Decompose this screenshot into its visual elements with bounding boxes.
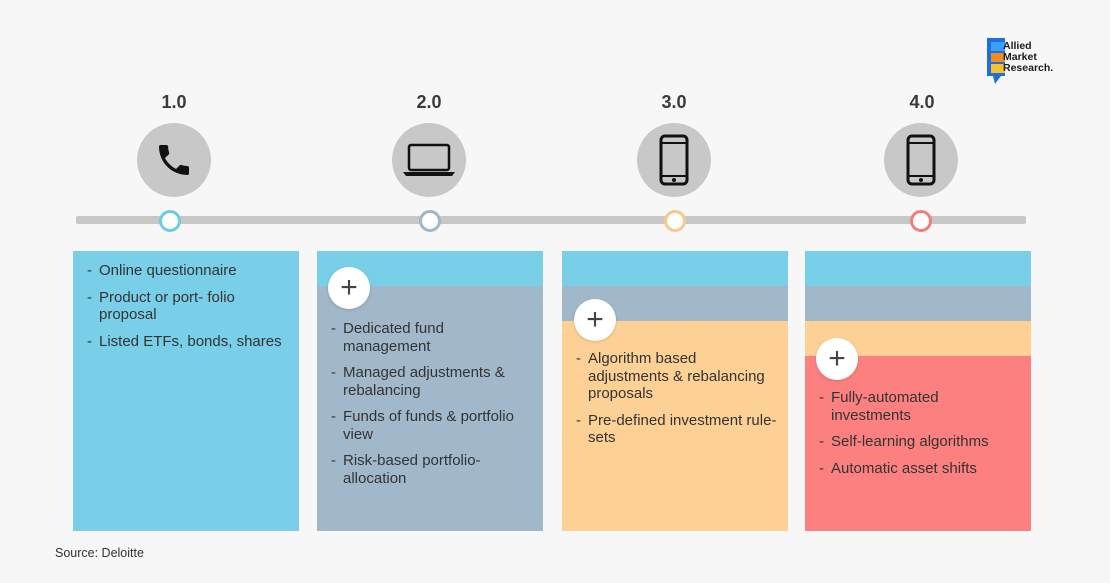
- logo-line-1: Allied: [1003, 40, 1032, 52]
- stage-1-card: -Online questionnaire -Product or port- …: [73, 251, 299, 531]
- source-note: Source: Deloitte: [55, 546, 144, 560]
- timeline-bar: [76, 216, 1026, 224]
- stage-1-icon-circle: [137, 123, 211, 197]
- smartphone-icon: [659, 134, 689, 186]
- stage-3-icon-circle: [637, 123, 711, 197]
- logo-text: Allied Market Research.: [1003, 41, 1053, 74]
- allied-market-research-logo: [987, 38, 1079, 88]
- logo-line-3: Research.: [1003, 62, 1054, 74]
- list-item: -Funds of funds & portfolio view: [331, 408, 514, 443]
- list-item: -Dedicated fund management: [331, 320, 444, 355]
- logo-mark-icon: [987, 38, 1005, 84]
- version-label-2: 2.0: [416, 92, 442, 112]
- stage-2-feature-list: -Dedicated fund management -Managed adju…: [331, 320, 533, 496]
- stage-3-feature-list: -Algorithm based adjustments & rebalanci…: [576, 350, 778, 456]
- plus-icon: +: [574, 299, 616, 341]
- list-item: -Online questionnaire: [87, 262, 237, 279]
- stage-1-color-band: [805, 251, 1031, 286]
- timeline-node-3: [664, 210, 686, 232]
- stage-2-color-band: [805, 286, 1031, 321]
- timeline-node-2: [419, 210, 441, 232]
- list-item: -Risk-based portfolio- allocation: [331, 452, 481, 487]
- stage-1-color-band: [562, 251, 788, 286]
- timeline-node-1: [159, 210, 181, 232]
- stage-3-card: + -Algorithm based adjustments & rebalan…: [562, 251, 788, 531]
- laptop-icon: [403, 143, 455, 176]
- stage-4-card: + -Fully-automated investments -Self-lea…: [805, 251, 1031, 531]
- stage-2-icon-circle: [392, 123, 466, 197]
- stage-4-feature-list: -Fully-automated investments -Self-learn…: [819, 389, 1021, 486]
- list-item: -Automatic asset shifts: [819, 459, 977, 477]
- version-label-3: 3.0: [661, 92, 687, 112]
- stage-2-card: + -Dedicated fund management -Managed ad…: [317, 251, 543, 531]
- stage-4-icon-circle: [884, 123, 958, 197]
- plus-icon: +: [328, 267, 370, 309]
- stage-1-feature-list: -Online questionnaire -Product or port- …: [87, 262, 289, 359]
- list-item: -Managed adjustments & rebalancing: [331, 364, 505, 399]
- list-item: -Listed ETFs, bonds, shares: [87, 332, 282, 350]
- list-item: -Fully-automated investments: [819, 389, 939, 424]
- list-item: -Self-learning algorithms: [819, 433, 989, 450]
- phone-icon: [159, 145, 189, 175]
- plus-icon: +: [816, 338, 858, 380]
- logo-line-2: Market: [1003, 51, 1037, 63]
- smartphone-icon: [906, 134, 936, 186]
- timeline-node-4: [910, 210, 932, 232]
- version-label-1: 1.0: [161, 92, 187, 112]
- list-item: -Pre-defined investment rule-sets: [576, 411, 777, 447]
- list-item: -Algorithm based adjustments & rebalanci…: [576, 350, 765, 402]
- version-label-4: 4.0: [909, 92, 935, 112]
- list-item: -Product or port- folio proposal: [87, 288, 235, 324]
